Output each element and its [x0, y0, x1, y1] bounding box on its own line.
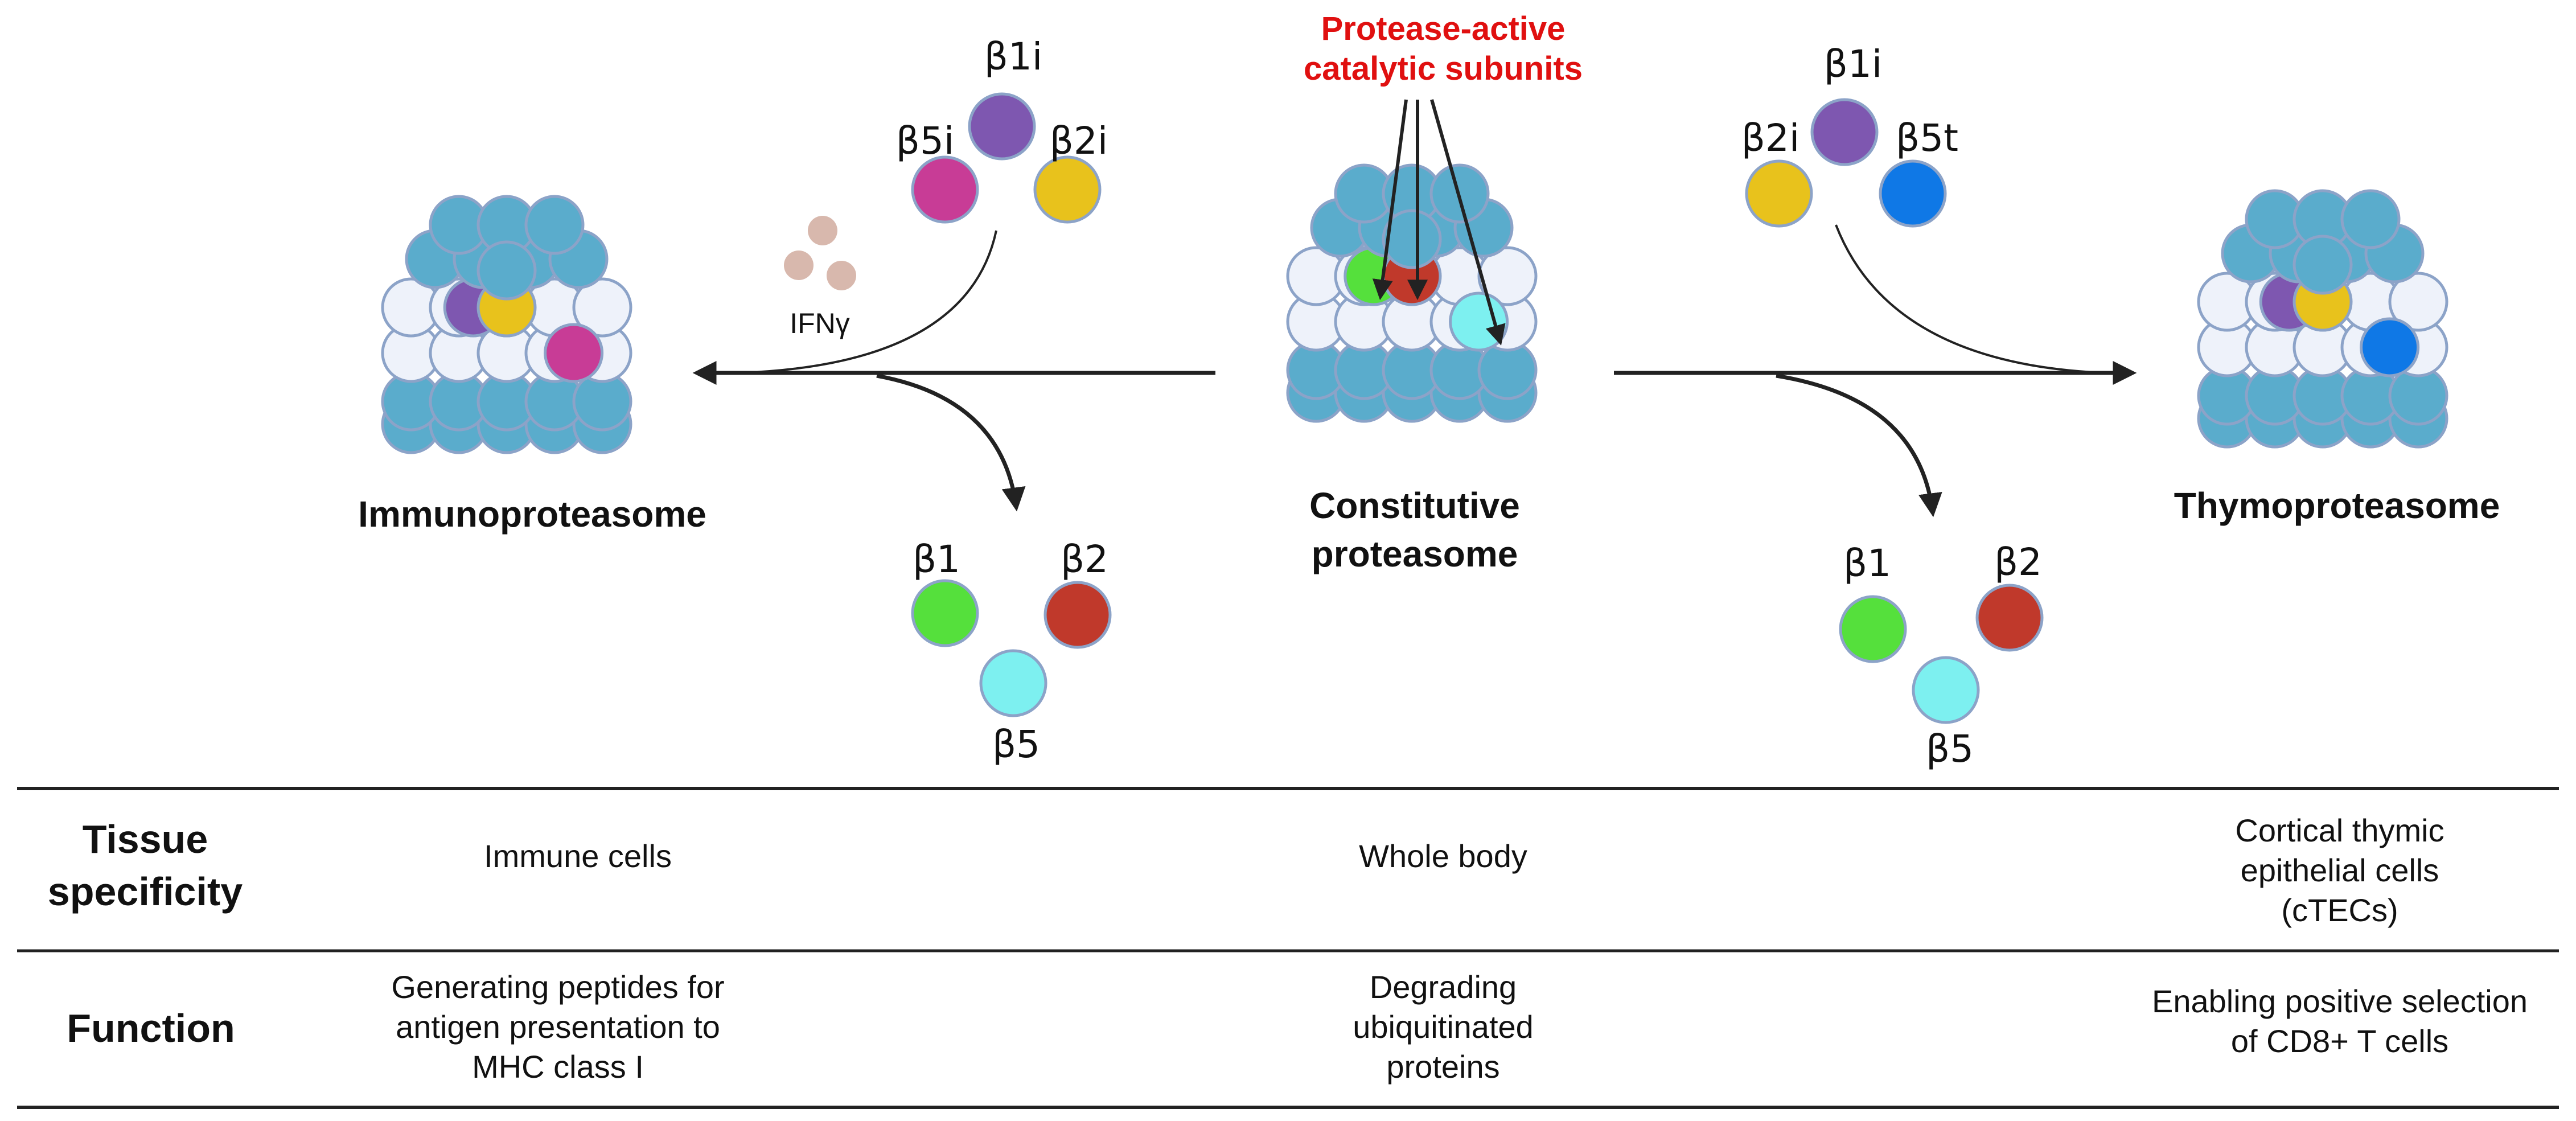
- cell-tissue-thymo-line3: (cTECs): [2281, 892, 2398, 928]
- removed-constitutive-subunits-left: β1 β2 β5: [911, 537, 1112, 766]
- pointer-arrow-beta1: [1372, 99, 1408, 301]
- free-subunit: [1043, 581, 1112, 649]
- cell-function-constitutive-line2: ubiquitinated: [1353, 1009, 1534, 1045]
- cell-function-immuno-line2: antigen presentation to: [396, 1009, 720, 1045]
- alpha-subunit: [524, 195, 585, 255]
- immuno-subunits-group: β1i β5i β2i: [896, 35, 1108, 224]
- free-subunit: [979, 649, 1047, 717]
- free-subunit: [1745, 159, 1813, 228]
- beta-subunit: [1477, 246, 1538, 306]
- removed-constitutive-subunits-right: β1 β2 β5: [1839, 540, 2044, 771]
- constitutive-proteasome-complex: [1286, 163, 1538, 423]
- ifn-particle: [827, 261, 856, 290]
- subunit-label: β2: [1994, 540, 2042, 584]
- subunit-label: β5: [1926, 727, 1974, 771]
- curve-constitutive-subunits-out-left: [876, 373, 1026, 512]
- cell-tissue-immuno: Immune cells: [484, 838, 672, 874]
- subunit-flow-curves: [739, 224, 2107, 518]
- thymo-subunits-group: β1i β2i β5t: [1741, 42, 1958, 228]
- row-header-function: Function: [67, 1006, 235, 1050]
- cell-tissue-thymo-line2: epithelial cells: [2241, 852, 2439, 888]
- cell-tissue-thymo-line1: Cortical thymic: [2235, 812, 2444, 848]
- curve-immuno-subunits-in: [739, 230, 997, 374]
- catalytic-subunits-title-line1: Protease-active: [1321, 10, 1566, 47]
- free-subunit: [1975, 584, 2044, 652]
- cell-function-constitutive-line3: proteins: [1386, 1049, 1499, 1085]
- free-subunit: [1810, 98, 1879, 166]
- cell-tissue-constitutive: Whole body: [1359, 838, 1527, 874]
- subunit-label: β1: [913, 537, 960, 581]
- pointer-arrow-beta5: [1430, 99, 1506, 346]
- alpha-subunit: [2292, 235, 2353, 295]
- ifn-particle: [808, 216, 837, 245]
- immunoproteasome-complex: [381, 195, 632, 454]
- subunit-label: β2i: [1050, 119, 1108, 163]
- free-subunit: [968, 92, 1036, 161]
- ifn-gamma-particles: [784, 216, 856, 290]
- ifn-particle: [784, 251, 814, 280]
- subunit-label: β5i: [896, 119, 954, 163]
- row-header-tissue-line1: Tissue: [83, 817, 208, 861]
- immunoproteasome-label: Immunoproteasome: [358, 494, 706, 535]
- cell-function-thymo-line1: Enabling positive selection: [2152, 983, 2528, 1019]
- beta-subunit: [2388, 272, 2448, 332]
- catalytic-subunits-title-line2: catalytic subunits: [1304, 50, 1583, 87]
- free-subunit: [1033, 155, 1102, 224]
- beta5t-subunit: [2360, 317, 2420, 377]
- alpha-subunit: [2340, 189, 2401, 249]
- catalytic-pointer-arrows: [1372, 99, 1506, 346]
- beta-subunit: [572, 277, 632, 338]
- cell-function-immuno-line3: MHC class I: [472, 1049, 644, 1085]
- row-header-tissue-line2: specificity: [48, 869, 243, 914]
- alpha-subunit: [476, 240, 537, 301]
- free-subunit: [1912, 656, 1980, 724]
- thymoproteasome-label: Thymoproteasome: [2174, 485, 2500, 526]
- thymoproteasome-complex: [2197, 189, 2448, 449]
- alpha-subunit: [1382, 209, 1442, 269]
- free-subunit: [911, 579, 979, 647]
- constitutive-label-line1: Constitutive: [1309, 485, 1520, 526]
- subunit-label: β2i: [1741, 116, 1799, 160]
- subunit-label: β1i: [984, 35, 1042, 79]
- free-subunit: [911, 155, 979, 224]
- beta5i-subunit: [544, 323, 604, 383]
- curve-constitutive-subunits-out-right: [1776, 373, 1942, 518]
- cell-function-thymo-line2: of CD8+ T cells: [2231, 1023, 2448, 1059]
- subunit-label: β5: [992, 722, 1040, 766]
- subunit-label: β2: [1061, 537, 1108, 581]
- ifn-gamma-label: IFNγ: [790, 307, 850, 339]
- free-subunit: [1879, 159, 1947, 228]
- subunit-label: β1: [1843, 541, 1891, 585]
- constitutive-label-line2: proteasome: [1312, 533, 1518, 574]
- subunit-label: β1i: [1824, 42, 1882, 86]
- subunit-label: β5t: [1896, 116, 1958, 160]
- free-subunit: [1839, 595, 1907, 663]
- cell-function-constitutive-line1: Degrading: [1370, 969, 1517, 1005]
- comparison-table: Tissue specificity Immune cells Whole bo…: [17, 787, 2559, 1109]
- curve-thymo-subunits-in: [1835, 224, 2107, 374]
- cell-function-immuno-line1: Generating peptides for: [391, 969, 724, 1005]
